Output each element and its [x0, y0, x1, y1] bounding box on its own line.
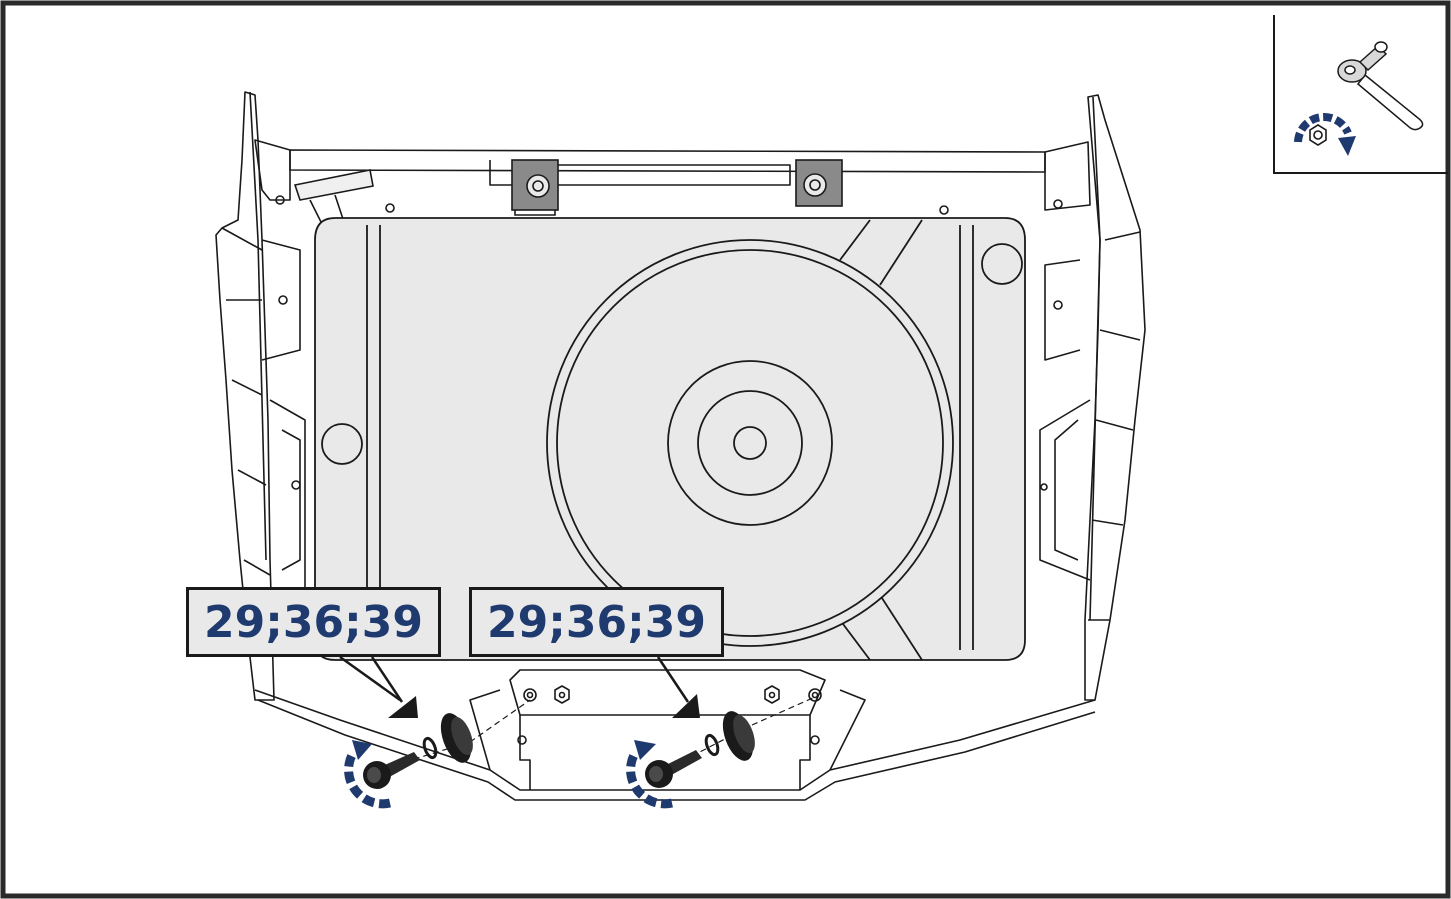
part-callout-right-label: 29;36;39: [487, 596, 706, 648]
radiator-fan-panel: [314, 217, 1026, 661]
part-callout-left: 29;36;39: [186, 587, 441, 657]
tighten-arrow-left-icon: [344, 740, 391, 809]
rotate-clockwise-tighten-icon: [1294, 113, 1356, 156]
callout-leader-right: [656, 656, 700, 718]
upper-mount-tabs: [511, 159, 843, 216]
part-callout-left-label: 29;36;39: [204, 596, 423, 648]
fastener-stack-left: [363, 699, 531, 789]
callout-leader-left: [339, 655, 418, 718]
tighten-arrow-right-icon: [626, 740, 673, 809]
tool-inset: [1273, 15, 1448, 174]
part-callout-right: 29;36;39: [469, 587, 724, 657]
ratchet-wrench-icon: [1337, 41, 1424, 131]
fastener-stack-right: [645, 696, 816, 788]
